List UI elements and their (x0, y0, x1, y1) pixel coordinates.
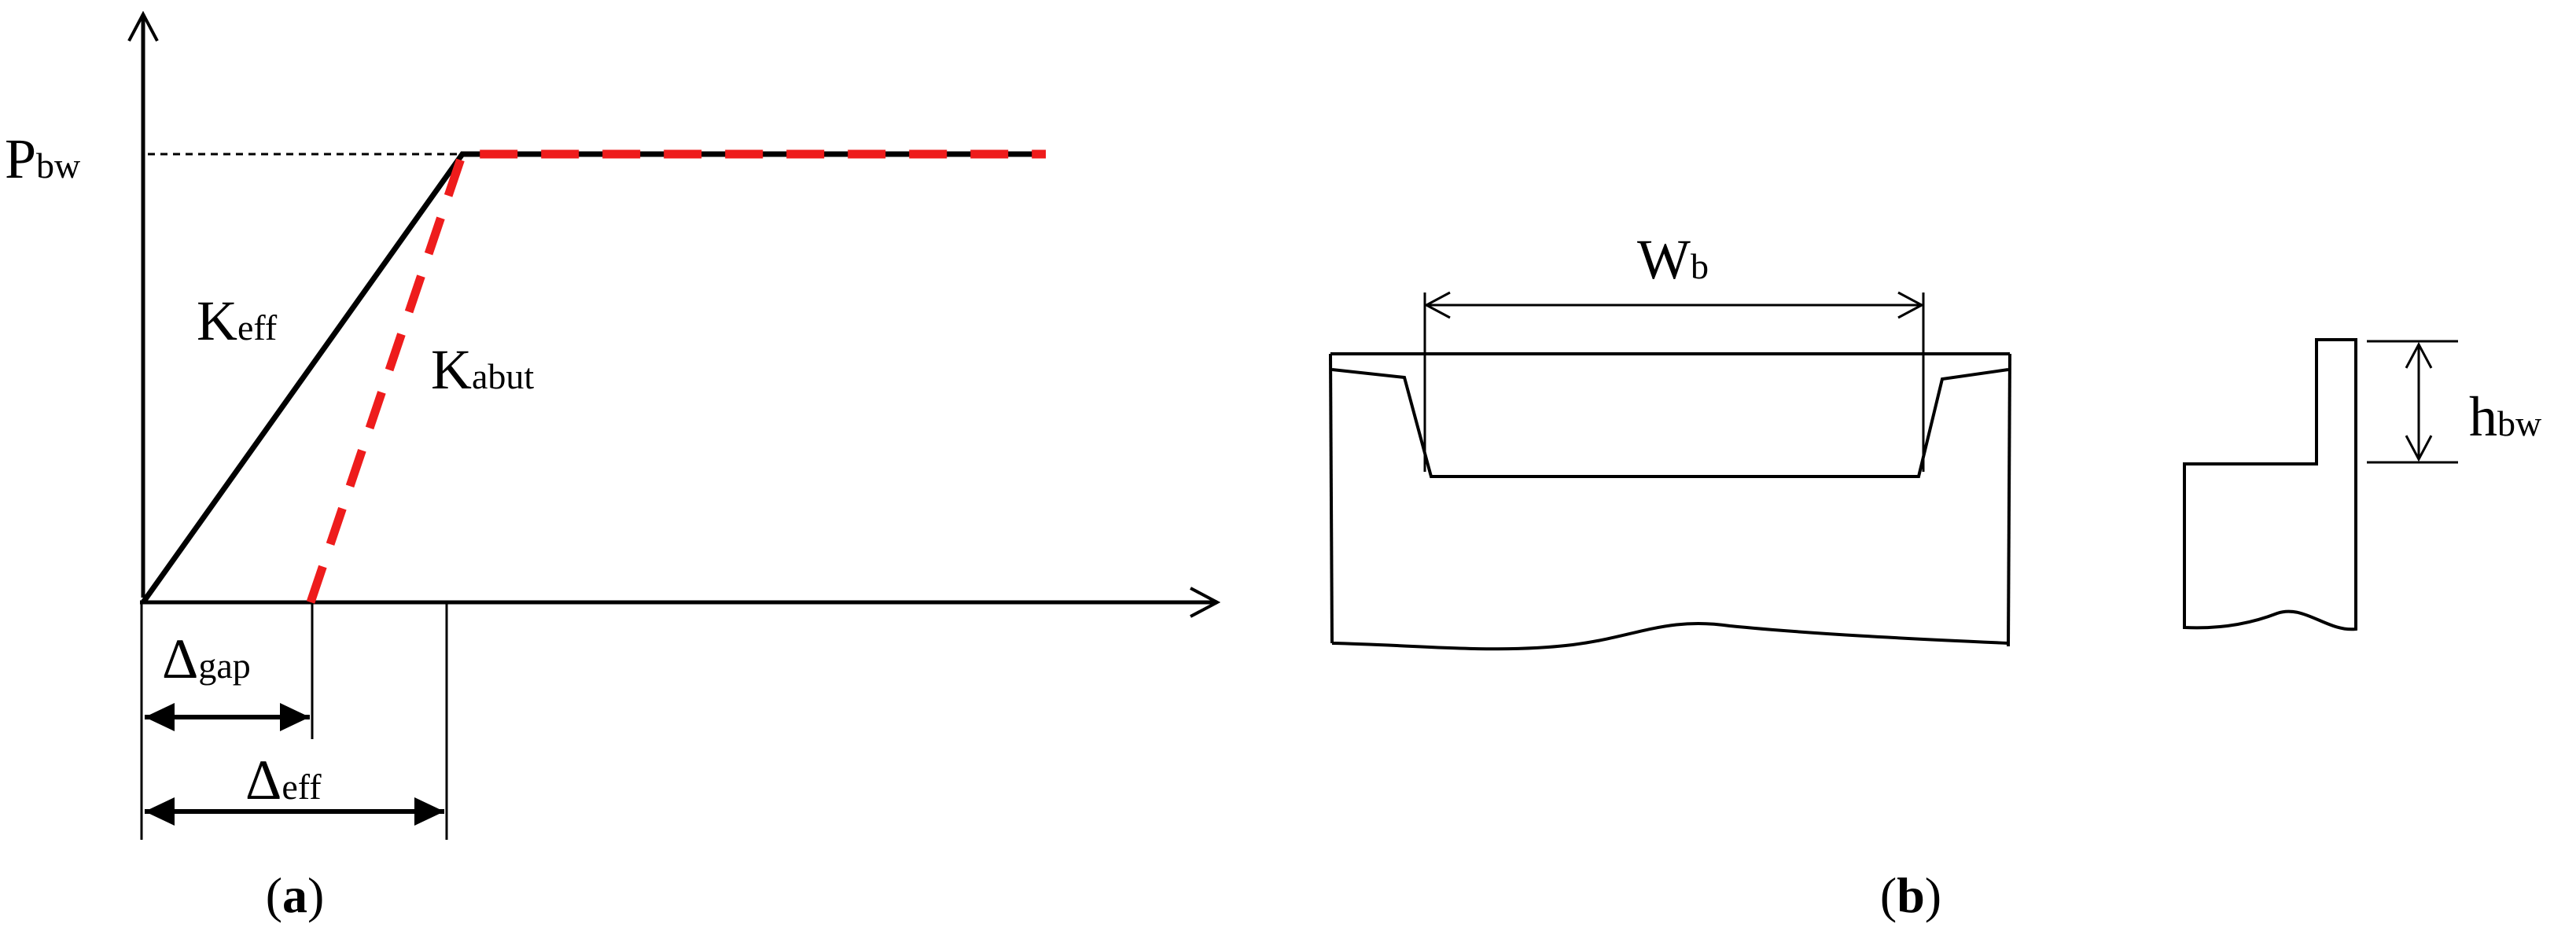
abutment-stiffness-curve (306, 149, 1046, 604)
abutment-right-edge (2007, 353, 2011, 647)
eff-label: Δeff (245, 749, 322, 811)
kabut-label: Kabut (431, 338, 534, 401)
panel-a-force-displacement-diagram: Pbw Keff Kabut Δgap Δeff (a) (5, 14, 1217, 923)
backwall-section-outline (2183, 338, 2357, 631)
abutment-bottom-break-line (1331, 621, 2009, 651)
keff-label: Keff (197, 289, 278, 352)
wb-label: Wb (1637, 228, 1709, 291)
y-axis-label-pbw: Pbw (5, 127, 81, 190)
hbw-label: hbw (2469, 385, 2542, 448)
panel-b-backwall-geometry: Wb hbw (b) (1329, 228, 2542, 923)
effective-stiffness-curve (141, 151, 1046, 605)
backwall-recess-outline (1331, 368, 2009, 478)
gap-label: Δgap (162, 627, 251, 690)
panel-b-caption: (b) (1880, 867, 1941, 923)
abutment-left-edge (1329, 353, 1334, 644)
panel-a-caption: (a) (266, 867, 325, 923)
